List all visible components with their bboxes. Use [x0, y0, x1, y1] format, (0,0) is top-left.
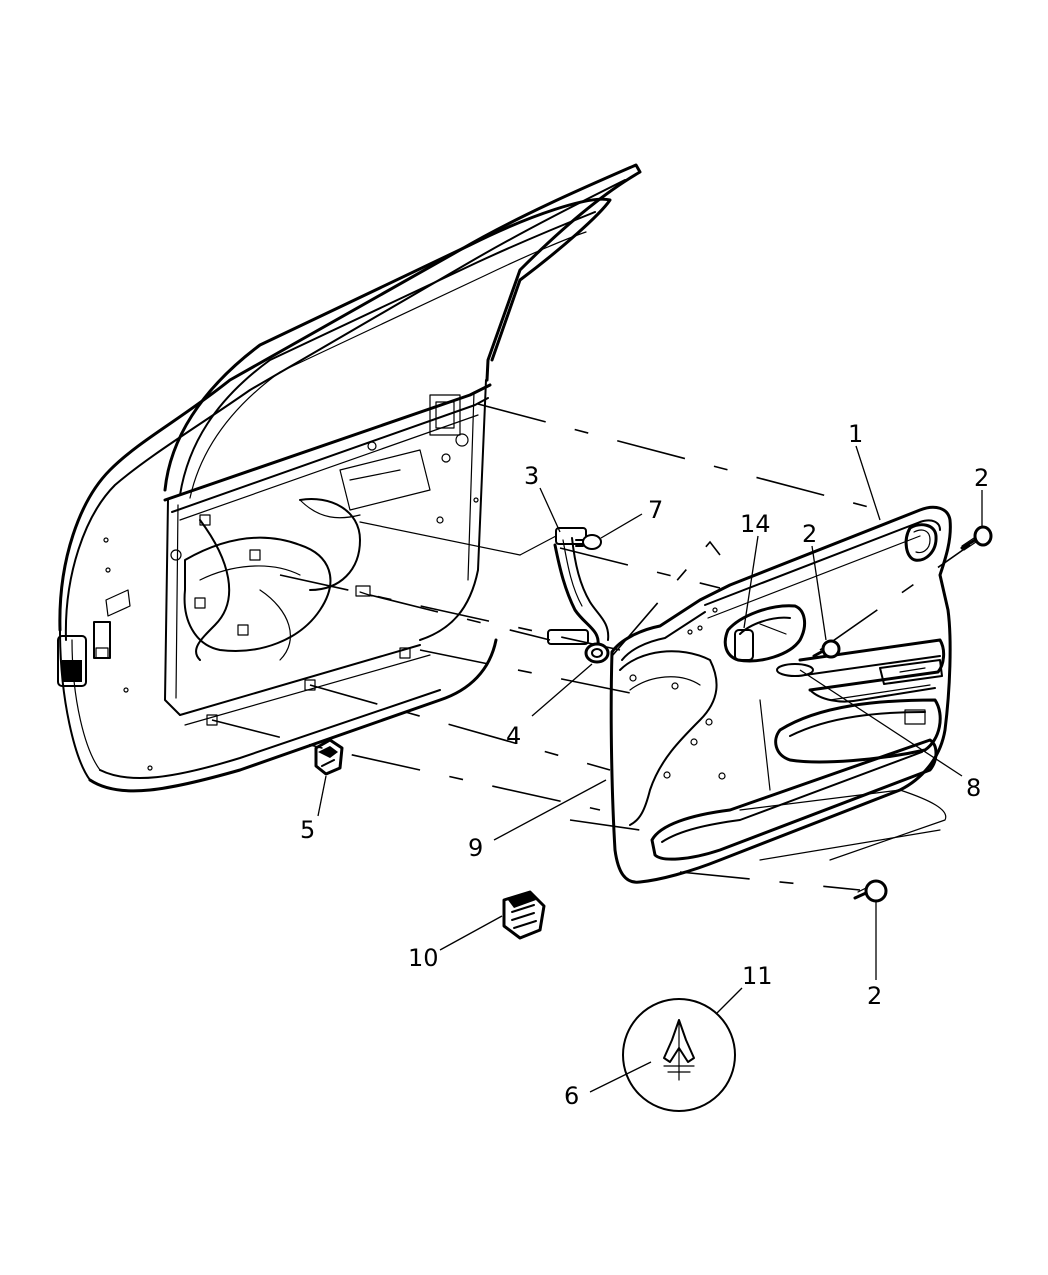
callout-9: 9: [468, 834, 483, 862]
door-trim-panel: [609, 505, 952, 884]
wiring-harness-bracket: [359, 521, 610, 647]
callout-10: 10: [408, 944, 439, 972]
callout-5: 5: [300, 816, 315, 844]
callout-11: 11: [742, 962, 773, 990]
door-shell: [57, 163, 642, 793]
callout-7: 7: [648, 496, 663, 524]
callout-8: 8: [966, 774, 981, 802]
screw-2-center: [812, 639, 841, 659]
callout-2-lower: 2: [867, 982, 882, 1010]
callout-2-upper-right: 2: [974, 464, 989, 492]
callout-4: 4: [506, 722, 521, 750]
projection-lines: [211, 403, 971, 891]
callout-2-center: 2: [802, 520, 817, 548]
clip-10: [502, 890, 546, 940]
leader-lines: [317, 445, 983, 1093]
emblem-inset: [622, 998, 736, 1112]
grommet-4: [584, 642, 610, 664]
screw-2-lower: [853, 879, 888, 903]
callout-1: 1: [848, 420, 863, 448]
callouts: 1 2 2 2 3 4 5 6 7 8 9 10 11 14: [300, 420, 989, 1110]
callout-6: 6: [564, 1082, 579, 1110]
clip-5: [314, 738, 344, 776]
screw-2-upper-right: [960, 525, 993, 551]
callout-3: 3: [524, 462, 539, 490]
callout-14: 14: [740, 510, 771, 538]
push-pin-7: [575, 534, 602, 550]
